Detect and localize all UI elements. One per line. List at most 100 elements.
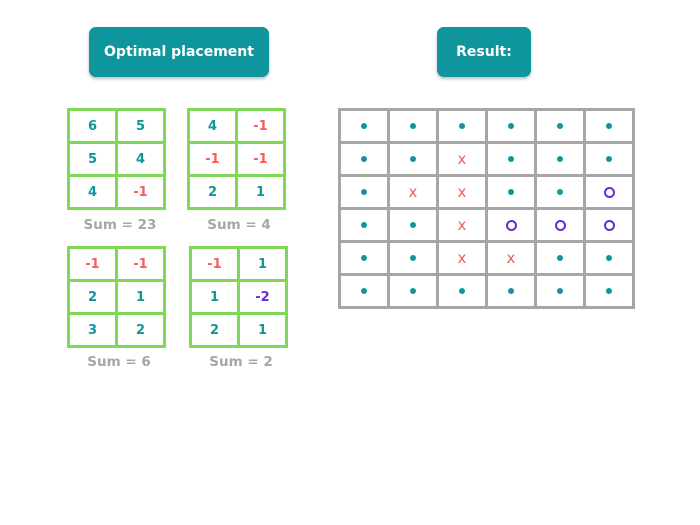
circle-icon [603, 219, 615, 231]
result-cell: x [488, 243, 534, 273]
dot-icon [606, 288, 612, 294]
x-mark: x [457, 150, 467, 168]
dot-icon [410, 255, 416, 261]
result-cell [537, 177, 583, 207]
dot-icon [508, 156, 514, 162]
subgrid-cell: 2 [192, 315, 237, 345]
optimal-placement-header: Optimal placement [89, 27, 269, 77]
result-cell [390, 243, 436, 273]
result-cell [439, 111, 485, 141]
result-cell [586, 177, 632, 207]
result-cell [341, 144, 387, 174]
subgrid-sum-label: Sum = 23 [83, 217, 157, 233]
subgrid-cell: 1 [192, 282, 237, 312]
result-cell [586, 243, 632, 273]
dot-icon [459, 123, 465, 129]
subgrid-cell: 4 [190, 111, 235, 141]
subgrid-cell: 5 [70, 144, 115, 174]
dot-icon [557, 255, 563, 261]
result-cell: x [439, 144, 485, 174]
result-cell: x [390, 177, 436, 207]
result-cell [341, 210, 387, 240]
result-cell [488, 177, 534, 207]
result-cell: x [439, 210, 485, 240]
result-cell [488, 144, 534, 174]
subgrid-cell: -2 [240, 282, 285, 312]
dot-icon [459, 288, 465, 294]
result-label: Result: [456, 44, 512, 60]
dot-icon [361, 255, 367, 261]
x-mark: x [457, 249, 467, 267]
subgrid-cell: -1 [118, 177, 163, 207]
result-header: Result: [437, 27, 531, 77]
dot-icon [508, 189, 514, 195]
subgrid-cell: 6 [70, 111, 115, 141]
subgrid-cell: -1 [190, 144, 235, 174]
result-cell [390, 210, 436, 240]
subgrid-cell: 2 [70, 282, 115, 312]
dot-icon [508, 123, 514, 129]
x-mark: x [457, 183, 467, 201]
dot-icon [557, 189, 563, 195]
result-cell [537, 243, 583, 273]
result-cell [586, 276, 632, 306]
result-cell [390, 276, 436, 306]
subgrid-sum-label: Sum = 6 [87, 354, 151, 370]
result-cell [586, 210, 632, 240]
dot-icon [361, 189, 367, 195]
result-cell [439, 276, 485, 306]
result-cell [586, 111, 632, 141]
subgrid-cell: -1 [238, 144, 283, 174]
result-cell [537, 111, 583, 141]
dot-icon [361, 123, 367, 129]
circle-icon [554, 219, 566, 231]
subgrid-cell: 4 [70, 177, 115, 207]
subgrid-cell: 2 [118, 315, 163, 345]
subgrid-cell: -1 [70, 249, 115, 279]
dot-icon [508, 288, 514, 294]
result-cell [488, 111, 534, 141]
x-mark: x [457, 216, 467, 234]
result-cell [488, 276, 534, 306]
dot-icon [606, 255, 612, 261]
subgrid-cell: 1 [240, 315, 285, 345]
subgrid-cell: 3 [70, 315, 115, 345]
subgrid-sum-label: Sum = 2 [209, 354, 273, 370]
circle-icon [603, 186, 615, 198]
result-cell: x [439, 177, 485, 207]
result-cell [537, 210, 583, 240]
dot-icon [410, 156, 416, 162]
subgrid-cell: -1 [238, 111, 283, 141]
dot-icon [557, 123, 563, 129]
dot-icon [557, 288, 563, 294]
subgrid-cell: -1 [192, 249, 237, 279]
result-cell [537, 144, 583, 174]
result-cell [341, 276, 387, 306]
subgrid-cell: 1 [238, 177, 283, 207]
dot-icon [557, 156, 563, 162]
dot-icon [606, 123, 612, 129]
result-cell [390, 144, 436, 174]
result-cell [537, 276, 583, 306]
dot-icon [410, 222, 416, 228]
subgrid-cell: 1 [118, 282, 163, 312]
subgrid-cell: 4 [118, 144, 163, 174]
optimal-placement-label: Optimal placement [104, 44, 254, 60]
dot-icon [361, 156, 367, 162]
circle-icon [505, 219, 517, 231]
x-mark: x [506, 249, 516, 267]
result-cell [586, 144, 632, 174]
result-cell [390, 111, 436, 141]
subgrid-cell: 2 [190, 177, 235, 207]
result-cell [341, 177, 387, 207]
dot-icon [361, 288, 367, 294]
result-cell [341, 243, 387, 273]
dot-icon [606, 156, 612, 162]
dot-icon [410, 288, 416, 294]
dot-icon [361, 222, 367, 228]
